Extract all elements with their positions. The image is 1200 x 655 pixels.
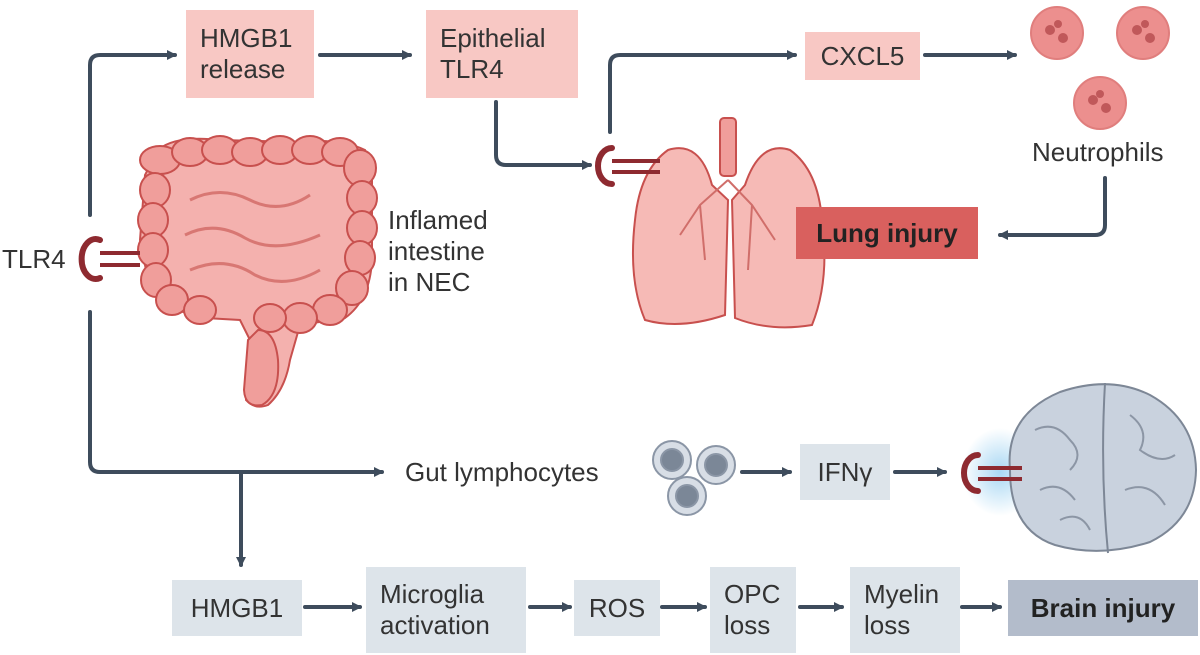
ifn-gamma-box: IFNγ [800,444,890,500]
hmgb1-box: HMGB1 [172,580,302,636]
intestine-label-line-2: intestine [388,236,485,266]
brain-illustration [962,382,1198,554]
lymphocyte-cells [652,440,736,516]
cxcl5-box: CXCL5 [805,32,920,80]
microglia-activation-line-2: activation [380,610,490,640]
brain-injury-box: Brain injury [1008,580,1198,636]
ros-box: ROS [574,580,660,636]
brain-receptor-icon [961,452,1022,494]
hmgb1-release-line-2: release [200,54,286,84]
intestine-label-line-3: in NEC [388,267,471,297]
lung-receptor-icon [595,145,660,187]
myelin-loss-line-1: Myelin [864,579,940,609]
arrow-neutrophils-to-lung-injury [998,176,1107,240]
neutrophils-label: Neutrophils [1032,137,1164,167]
arrow-epithelial-tlr4-to-lung-receptor [494,100,592,170]
myelin-loss-line-2: loss [864,610,911,640]
arrow-tlr4-to-gut-lymphocytes [88,310,384,477]
hmgb1-release-box: HMGB1 release [186,10,314,98]
intestine-label: Inflamed intestine in NEC [388,205,488,298]
intestine-receptor-icon [78,236,140,282]
microglia-activation-box: Microglia activation [366,567,526,653]
neutrophil-cells [1030,6,1170,130]
intestine-illustration [137,135,378,408]
arrow-lung-receptor-to-cxcl5 [608,50,797,134]
epithelial-tlr4-line-1: Epithelial [440,23,546,53]
opc-loss-box: OPC loss [710,567,796,653]
hmgb1-release-line-1: HMGB1 [200,23,293,53]
opc-loss-line-2: loss [724,610,771,640]
lung-injury-box: Lung injury [796,207,978,259]
myelin-loss-box: Myelin loss [850,567,960,653]
microglia-activation-line-1: Microglia [380,579,485,609]
arrow-tlr4-to-hmgb1-release [88,50,177,217]
intestine-label-line-1: Inflamed [388,205,488,235]
tlr4-label: TLR4 [2,244,66,274]
epithelial-tlr4-box: Epithelial TLR4 [426,10,578,98]
lungs-illustration [631,117,826,329]
gut-lymphocytes-label: Gut lymphocytes [405,457,599,487]
opc-loss-line-1: OPC [724,579,781,609]
epithelial-tlr4-line-2: TLR4 [440,54,504,84]
